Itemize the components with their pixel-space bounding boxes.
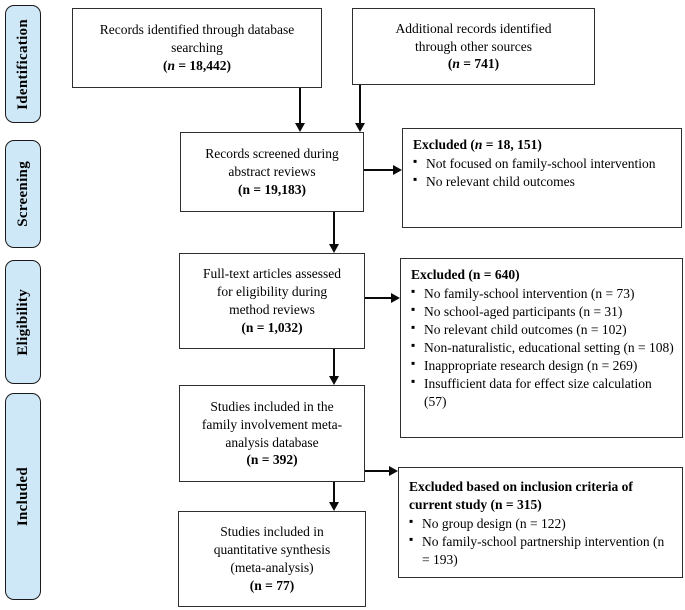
box-screened-line2: abstract reviews — [228, 164, 316, 180]
box-other-sources-line2: through other sources — [415, 38, 532, 54]
excluded-eligibility-item: No family-school intervention (n = 73) — [411, 284, 674, 303]
box-synthesis: Studies included in quantitative synthes… — [178, 511, 366, 607]
excluded-eligibility-item: No relevant child outcomes (n = 102) — [411, 320, 674, 339]
excluded-inclusion-criteria-title: Excluded based on inclusion criteria of … — [409, 479, 633, 512]
box-other-sources-line1: Additional records identified — [395, 20, 552, 36]
box-meta-database-line1: Studies included in the — [210, 398, 334, 414]
excluded-eligibility-item: No school-aged participants (n = 31) — [411, 302, 674, 321]
excluded-eligibility-item: Insufficient data for effect size calcul… — [411, 374, 674, 411]
arrow-fulltext-to-metadb — [333, 349, 335, 377]
excluded-screening-title: Excluded (n = 18, 151) — [413, 137, 542, 152]
box-fulltext-line1: Full-text articles assessed — [203, 266, 341, 282]
arrow-metadb-to-excluded — [365, 470, 389, 472]
stage-eligibility: Eligibility — [5, 260, 41, 384]
box-database-search: Records identified through database sear… — [72, 8, 322, 88]
box-other-sources: Additional records identified through ot… — [352, 8, 595, 85]
arrowhead-db-to-screened — [294, 123, 305, 132]
arrowhead-other-to-screened — [354, 123, 365, 132]
arrow-fulltext-to-excluded — [365, 297, 391, 299]
excluded-inclusion-criteria-box: Excluded based on inclusion criteria of … — [398, 467, 683, 578]
arrow-db-to-screened — [299, 88, 301, 124]
excluded-screening-item: No relevant child outcomes — [413, 172, 673, 191]
excluded-eligibility-item: Non-naturalistic, educational setting (n… — [411, 338, 674, 357]
stage-eligibility-label: Eligibility — [14, 288, 31, 356]
box-screened-count: (n = 19,183) — [237, 181, 307, 197]
arrowhead-metadb-to-excluded — [389, 465, 398, 476]
box-meta-database-line2: family involvement meta- — [201, 416, 343, 432]
stage-included-label: Included — [14, 466, 31, 527]
arrowhead-fulltext-to-metadb — [328, 376, 339, 385]
box-screened: Records screened during abstract reviews… — [180, 132, 364, 212]
box-fulltext-count: (n = 1,032) — [241, 319, 303, 335]
excluded-eligibility-item: Inappropriate research design (n = 269) — [411, 356, 674, 375]
stage-included: Included — [5, 393, 41, 600]
box-screened-line1: Records screened during — [205, 146, 339, 162]
box-database-search-line2: searching — [171, 40, 223, 56]
arrowhead-metadb-to-synthesis — [328, 502, 339, 511]
box-synthesis-line1: Studies included in — [220, 524, 324, 540]
excluded-screening-item: Not focused on family-school interventio… — [413, 154, 673, 173]
excluded-inclusion-criteria-item: No group design (n = 122) — [409, 514, 674, 533]
arrowhead-screened-to-excluded — [393, 164, 402, 175]
arrow-metadb-to-synthesis — [333, 482, 335, 503]
excluded-screening-list: Not focused on family-school interventio… — [413, 154, 673, 191]
stage-screening: Screening — [5, 140, 41, 248]
excluded-inclusion-criteria-item: No family-school partnership interventio… — [409, 532, 674, 569]
arrowhead-screened-to-fulltext — [328, 244, 339, 253]
excluded-screening-box: Excluded (n = 18, 151) Not focused on fa… — [402, 128, 682, 228]
excluded-eligibility-box: Excluded (n = 640) No family-school inte… — [400, 258, 683, 438]
box-meta-database: Studies included in the family involveme… — [179, 385, 365, 482]
box-fulltext-line3: method reviews — [229, 302, 315, 317]
box-synthesis-count: (n = 77) — [249, 577, 295, 593]
arrow-screened-to-fulltext — [333, 212, 335, 245]
box-database-search-line1: Records identified through database — [99, 22, 295, 38]
stage-screening-label: Screening — [14, 161, 31, 227]
box-fulltext: Full-text articles assessed for eligibil… — [179, 253, 365, 349]
arrow-other-to-screened — [359, 85, 361, 124]
stage-identification-label: Identification — [14, 18, 31, 110]
box-synthesis-line2: quantitative synthesis — [213, 542, 331, 558]
box-synthesis-line3: (meta-analysis) — [230, 560, 314, 575]
box-database-search-count: (n = 18,442) — [162, 57, 232, 73]
box-meta-database-count: (n = 392) — [246, 452, 298, 468]
box-other-sources-count: (n = 741) — [447, 56, 500, 72]
excluded-eligibility-list: No family-school intervention (n = 73) N… — [411, 284, 674, 411]
box-fulltext-line2: for eligibility during — [216, 284, 328, 300]
stage-identification: Identification — [5, 5, 41, 123]
box-meta-database-line3: analysis database — [225, 434, 319, 450]
excluded-inclusion-criteria-list: No group design (n = 122) No family-scho… — [409, 514, 674, 569]
excluded-eligibility-title: Excluded (n = 640) — [411, 267, 520, 282]
arrowhead-fulltext-to-excluded — [391, 292, 400, 303]
arrow-screened-to-excluded — [364, 169, 393, 171]
